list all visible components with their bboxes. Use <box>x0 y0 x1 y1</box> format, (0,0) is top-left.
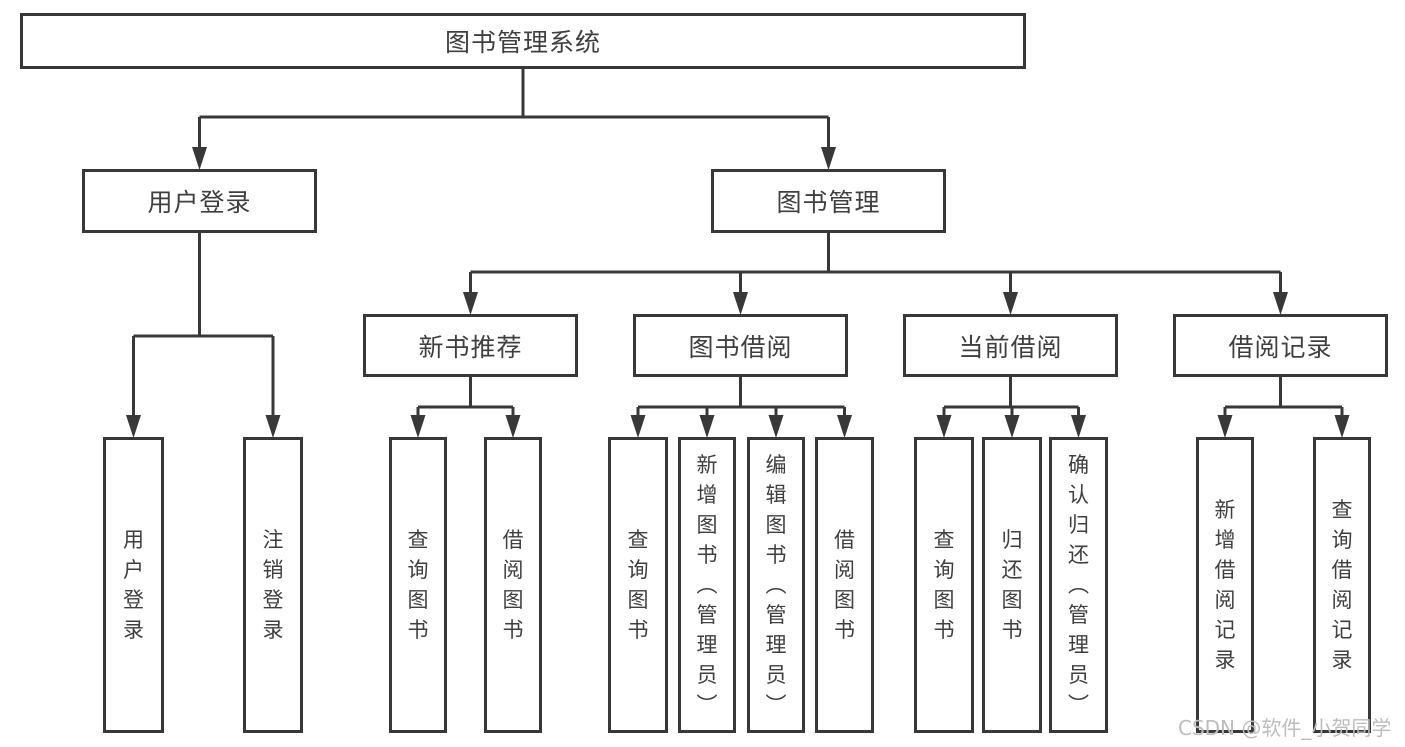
arrowhead-rec_query <box>410 415 426 438</box>
arrowhead-records_query <box>1334 415 1350 438</box>
current-label: 当前借阅 <box>958 332 1063 362</box>
arrowhead-borrow_add <box>699 415 715 438</box>
cur_return-label: 归还图书 <box>1001 528 1023 642</box>
box-root: 图书管理系统 <box>20 13 1026 69</box>
arrowhead-records_add <box>1217 415 1233 438</box>
connector-records <box>1223 377 1344 419</box>
arrowhead-borrow_query <box>630 415 646 438</box>
arrowhead-rec_borrow <box>505 415 521 438</box>
watermark: CSDN @软件_小贺同学 <box>1178 716 1392 740</box>
arrowhead-current <box>1003 292 1018 315</box>
box-cur_query: 查询图书 <box>914 437 974 733</box>
box-rec_query: 查询图书 <box>389 437 447 733</box>
box-borrow_query: 查询图书 <box>608 437 668 733</box>
connector-borrow <box>636 377 846 419</box>
arrowhead-rec <box>463 292 478 315</box>
borrow_borrow-label: 借阅图书 <box>834 528 855 642</box>
borrow-label: 图书借阅 <box>688 332 793 362</box>
connector-rec <box>416 377 515 419</box>
mgmt-label: 图书管理 <box>776 188 881 217</box>
box-borrow_add: 新增图书︵管理员︶ <box>678 437 736 733</box>
borrow_edit-label: 编辑图书︵管理员︶ <box>765 453 787 717</box>
arrowhead-borrow_edit <box>768 415 784 438</box>
box-records_query: 查询借阅记录 <box>1313 437 1371 733</box>
box-records: 借阅记录 <box>1173 314 1388 377</box>
arrowhead-borrow_borrow <box>837 415 852 438</box>
arrowhead-records <box>1273 292 1288 315</box>
rec_borrow-label: 借阅图书 <box>502 528 524 642</box>
arrowhead-mgmt <box>821 147 836 170</box>
box-login: 用户登录 <box>82 169 317 233</box>
box-rec_borrow: 借阅图书 <box>484 437 542 733</box>
box-rec: 新书推荐 <box>363 314 578 377</box>
records_add-label: 新增借阅记录 <box>1214 498 1236 672</box>
connector-mgmt <box>469 233 1282 296</box>
box-cur_return: 归还图书 <box>982 437 1042 733</box>
arrowhead-login <box>192 147 207 170</box>
connector-current <box>942 377 1080 419</box>
box-records_add: 新增借阅记录 <box>1196 437 1254 733</box>
root-label: 图书管理系统 <box>444 28 601 57</box>
connector-login <box>132 233 275 419</box>
arrowhead-cur_return <box>1004 415 1020 438</box>
records-label: 借阅记录 <box>1228 332 1333 362</box>
records_query-label: 查询借阅记录 <box>1331 498 1353 672</box>
login-label: 用户登录 <box>147 188 252 217</box>
arrowhead-login_user <box>126 415 141 438</box>
rec-label: 新书推荐 <box>418 332 523 362</box>
arrowhead-login_logout <box>265 415 281 438</box>
arrowhead-cur_query <box>936 415 952 438</box>
login_user-label: 用户登录 <box>123 528 144 642</box>
arrowhead-cur_confirm <box>1071 415 1086 438</box>
box-borrow_edit: 编辑图书︵管理员︶ <box>747 437 805 733</box>
cur_confirm-label: 确认归还︵管理员︶ <box>1068 453 1089 717</box>
box-cur_confirm: 确认归还︵管理员︶ <box>1049 437 1108 733</box>
box-current: 当前借阅 <box>903 314 1118 377</box>
box-borrow_borrow: 借阅图书 <box>815 437 874 733</box>
borrow_add-label: 新增图书︵管理员︶ <box>696 453 718 717</box>
arrowhead-borrow <box>733 292 748 315</box>
borrow_query-label: 查询图书 <box>627 528 649 642</box>
box-login_user: 用户登录 <box>103 437 164 733</box>
box-borrow: 图书借阅 <box>633 314 848 377</box>
box-mgmt: 图书管理 <box>711 169 946 233</box>
login_logout-label: 注销登录 <box>262 528 284 642</box>
connector-root <box>198 69 830 151</box>
cur_query-label: 查询图书 <box>933 528 955 642</box>
rec_query-label: 查询图书 <box>407 528 429 642</box>
box-login_logout: 注销登录 <box>243 437 303 733</box>
